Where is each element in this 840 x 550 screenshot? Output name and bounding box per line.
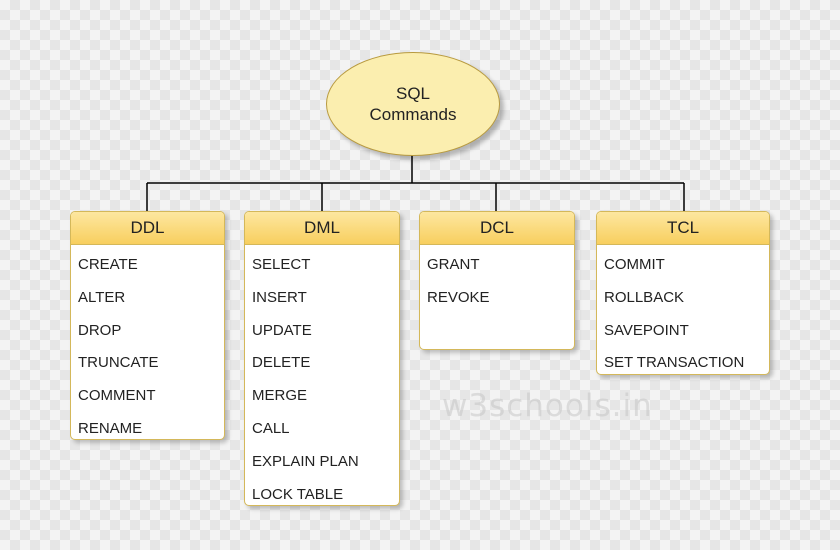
root-node-label: SQL Commands: [363, 83, 463, 125]
command-item: REVOKE: [427, 288, 490, 306]
command-item: SELECT: [252, 256, 311, 273]
command-item: DROP: [78, 321, 122, 339]
command-item: COMMIT: [604, 256, 665, 273]
command-item: EXPLAIN PLAN: [252, 452, 359, 470]
command-item: GRANT: [427, 256, 480, 273]
command-item: SAVEPOINT: [604, 321, 689, 339]
category-header-dcl: DCL: [420, 212, 574, 245]
command-item: SET TRANSACTION: [604, 354, 745, 372]
category-tcl: TCL COMMIT ROLLBACK SAVEPOINT SET TRANSA…: [596, 211, 770, 375]
command-item: TRUNCATE: [78, 354, 159, 372]
category-ddl: DDL CREATE ALTER DROP TRUNCATE COMMENT R…: [70, 211, 225, 440]
root-label-line2: Commands: [369, 105, 457, 124]
command-item: LOCK TABLE: [252, 485, 344, 503]
root-node-sql-commands: SQL Commands: [326, 52, 500, 156]
category-header-tcl: TCL: [597, 212, 769, 245]
category-header-dml: DML: [245, 212, 399, 245]
root-label-line1: SQL: [395, 84, 431, 103]
category-dml: DML SELECT INSERT UPDATE DELETE MERGE CA…: [244, 211, 400, 506]
command-item: RENAME: [78, 419, 143, 437]
command-list-ddl: CREATE ALTER DROP TRUNCATE COMMENT RENAM…: [71, 245, 224, 439]
category-header-ddl: DDL: [71, 212, 224, 245]
command-item: ALTER: [78, 288, 126, 306]
command-item: DELETE: [252, 354, 311, 372]
command-item: ROLLBACK: [604, 288, 685, 306]
command-list-dcl: GRANT REVOKE: [420, 245, 574, 315]
category-dcl: DCL GRANT REVOKE: [419, 211, 575, 350]
command-item: CREATE: [78, 256, 138, 273]
command-list-dml: SELECT INSERT UPDATE DELETE MERGE CALL E…: [245, 245, 399, 505]
command-item: COMMENT: [78, 387, 156, 405]
command-item: MERGE: [252, 387, 308, 405]
watermark-text: w3schools.in: [442, 388, 653, 424]
command-item: INSERT: [252, 288, 307, 306]
command-item: UPDATE: [252, 321, 312, 339]
command-list-tcl: COMMIT ROLLBACK SAVEPOINT SET TRANSACTIO…: [597, 245, 769, 374]
command-item: CALL: [252, 419, 290, 437]
